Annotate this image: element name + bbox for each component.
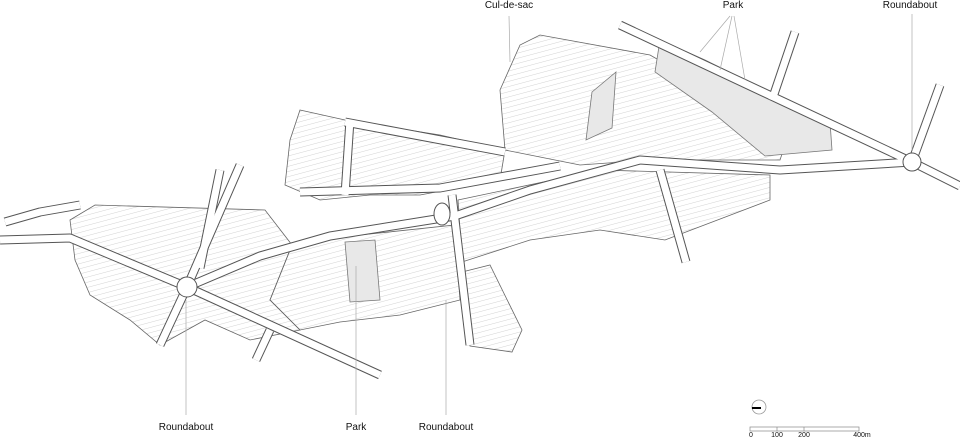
leader-lines: [185, 14, 913, 415]
north-arrow-icon: [751, 399, 767, 415]
scale-tick-100: 100: [771, 432, 783, 439]
roundabout-east-marker: [902, 152, 922, 172]
roundabout-central-marker: [433, 202, 451, 226]
label-park-central: Park: [345, 422, 367, 433]
label-roundabout-east: Roundabout: [882, 0, 938, 11]
scale-bar: [749, 426, 860, 432]
label-roundabout-west: Roundabout: [158, 422, 214, 433]
scale-tick-200: 200: [798, 432, 810, 439]
label-cul-de-sac: Cul-de-sac: [484, 0, 534, 11]
block-east: [457, 169, 771, 263]
label-park-northeast: Park: [722, 0, 744, 11]
scale-tick-400: 400m: [853, 432, 871, 439]
park-central: [344, 239, 381, 303]
parks: [344, 39, 833, 303]
scale-tick-0: 0: [749, 432, 753, 439]
label-roundabout-central: Roundabout: [418, 422, 474, 433]
park-north: [585, 71, 617, 141]
roundabouts: [176, 152, 922, 298]
roundabout-west-marker: [176, 276, 198, 298]
